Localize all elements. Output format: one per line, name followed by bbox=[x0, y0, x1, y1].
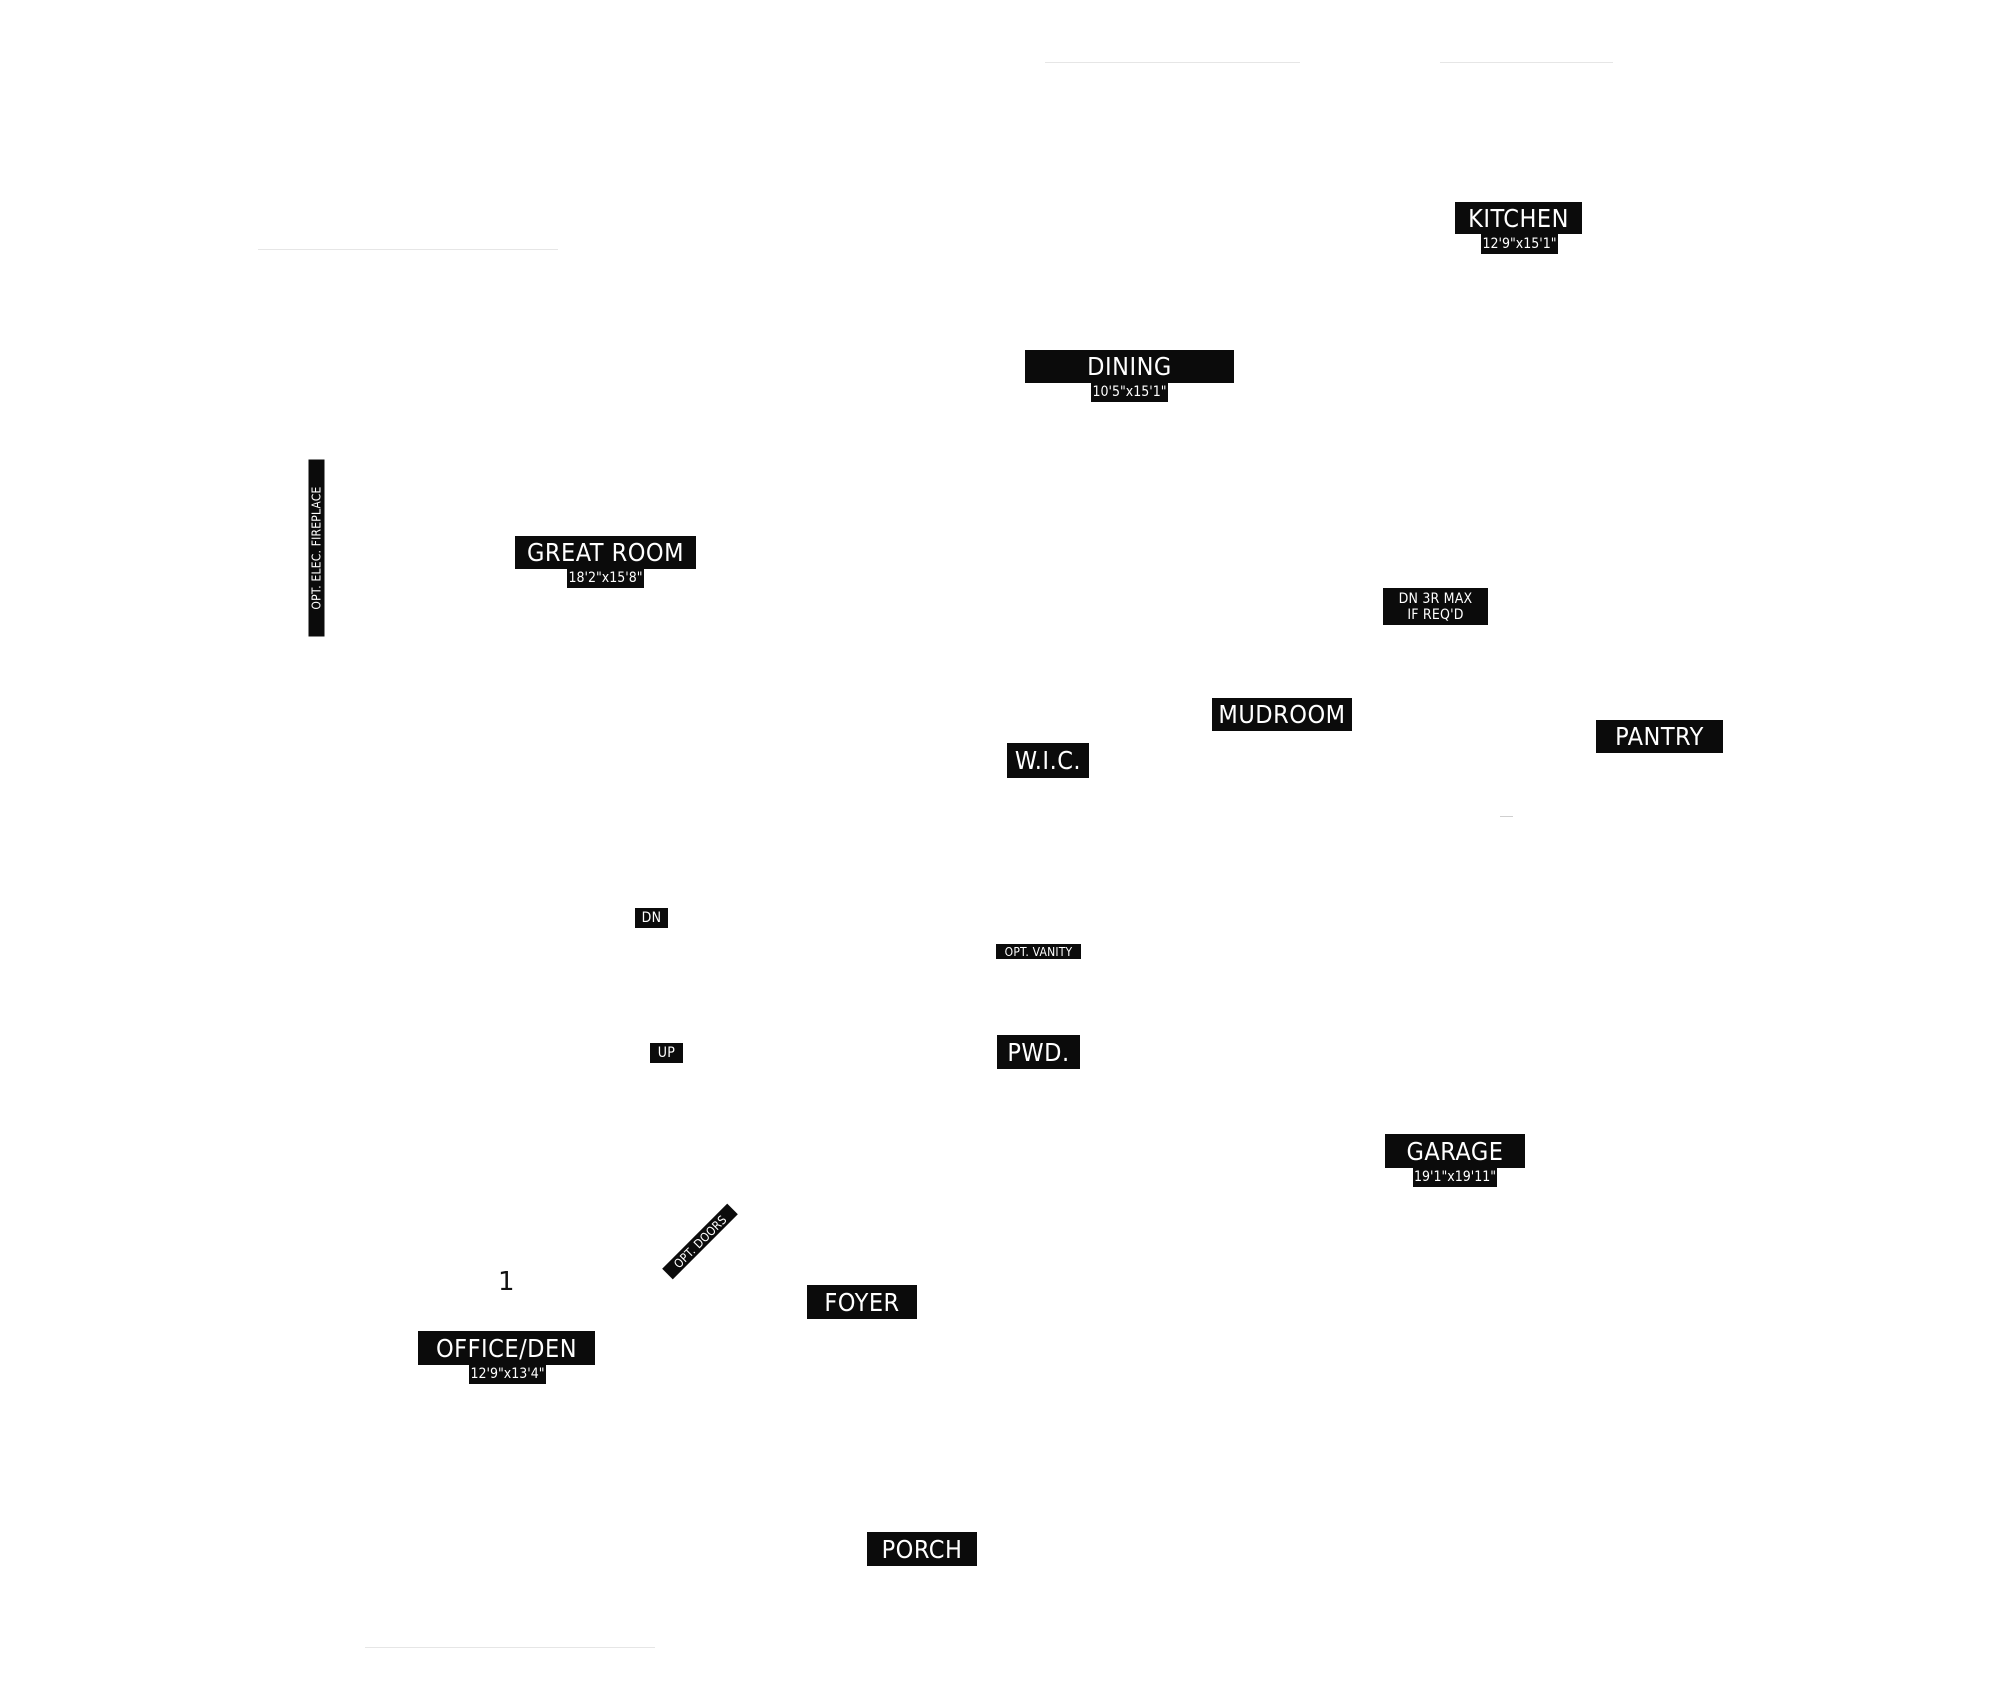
office-den-label: OFFICE/DEN bbox=[418, 1331, 595, 1365]
dining-label: DINING bbox=[1025, 350, 1234, 383]
great-room-label: GREAT ROOM bbox=[515, 536, 696, 569]
wall-trace-top-left bbox=[1045, 62, 1300, 63]
wall-trace-left bbox=[258, 249, 558, 250]
opt-vanity-note: OPT. VANITY bbox=[996, 944, 1081, 959]
kitchen-dimensions: 12'9"x15'1" bbox=[1481, 234, 1558, 254]
garage-label: GARAGE bbox=[1385, 1134, 1525, 1168]
great-room-dimensions: 18'2"x15'8" bbox=[567, 568, 644, 588]
stair-down-label: DN bbox=[635, 908, 668, 928]
level-marker: 1 bbox=[498, 1267, 515, 1297]
pantry-label: PANTRY bbox=[1596, 720, 1723, 753]
dn-3r-max-line2: IF REQ'D bbox=[1407, 606, 1464, 623]
wall-trace-top-right bbox=[1440, 62, 1613, 63]
stair-up-label: UP bbox=[650, 1043, 683, 1063]
fireplace-note: OPT. ELEC. FIREPLACE bbox=[308, 459, 325, 637]
mudroom-label: MUDROOM bbox=[1212, 698, 1352, 731]
office-den-dimensions: 12'9"x13'4" bbox=[469, 1364, 546, 1384]
powder-room-label: PWD. bbox=[997, 1035, 1080, 1069]
dn-3r-max-note: DN 3R MAX IF REQ'D bbox=[1383, 588, 1488, 625]
kitchen-label: KITCHEN bbox=[1455, 202, 1582, 234]
wall-trace-small bbox=[1500, 816, 1513, 817]
foyer-label: FOYER bbox=[807, 1285, 917, 1319]
opt-doors-note: OPT. DOORS bbox=[662, 1203, 738, 1280]
wall-trace-bottom bbox=[365, 1647, 655, 1648]
garage-dimensions: 19'1"x19'11" bbox=[1413, 1167, 1497, 1187]
dn-3r-max-line1: DN 3R MAX bbox=[1398, 590, 1473, 607]
porch-label: PORCH bbox=[867, 1532, 977, 1566]
wic-label: W.I.C. bbox=[1007, 743, 1089, 778]
dining-dimensions: 10'5"x15'1" bbox=[1091, 382, 1168, 402]
